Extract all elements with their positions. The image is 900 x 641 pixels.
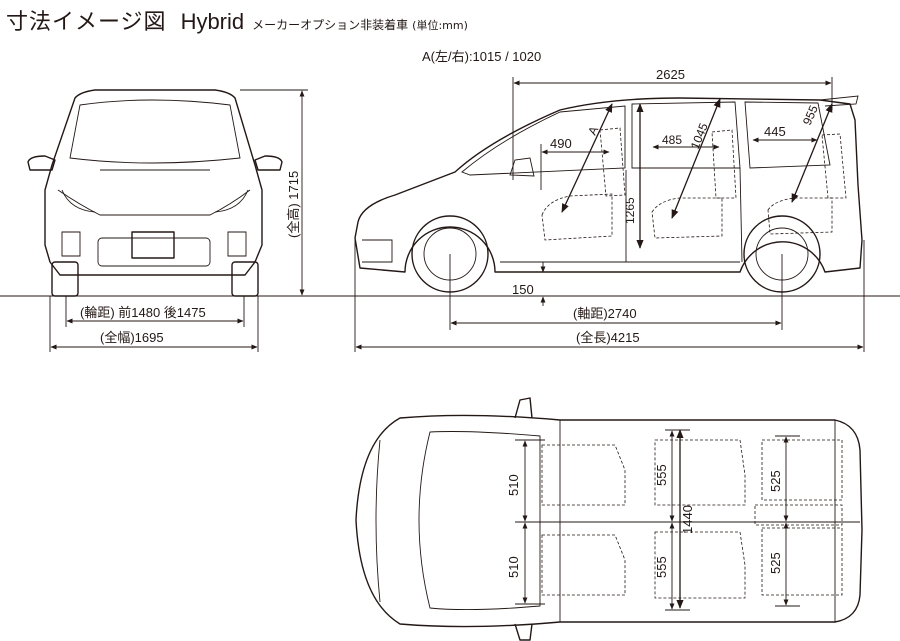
d1265-label: 1265	[623, 197, 637, 224]
tread-label: (輪距) 前1480 後1475	[80, 305, 206, 320]
a-dimension-label: A(左/右):1015 / 1020	[422, 49, 541, 64]
top-view-car	[355, 397, 863, 641]
side-view-car	[354, 95, 863, 293]
ground-clearance-label: 150	[512, 282, 534, 297]
page-title: 寸法イメージ図 Hybrid メーカーオプション非装着車(単位:mm)	[6, 4, 468, 36]
front-width-label: (全幅)1695	[100, 330, 164, 345]
d490-label: 490	[550, 136, 572, 151]
mid-seat-lower-label: 555	[654, 556, 669, 578]
top-view-dimensions: 510 510 555 555 1440 525 525	[506, 429, 860, 611]
title-unit: (単位:mm)	[412, 19, 468, 32]
d485-label: 485	[662, 133, 682, 147]
rear-seat-lower-label: 525	[768, 552, 783, 574]
side-view-dimensions: A(左/右):1015 / 1020 2625 A 490 485 1045 4…	[354, 49, 865, 352]
front-view-dimensions: (全高) 1715 (輪距) 前1480 後1475 (全幅)1695	[49, 89, 308, 352]
d445-label: 445	[764, 124, 786, 139]
cabin-length-label: 2625	[656, 67, 685, 82]
front-view-car	[27, 89, 283, 297]
front-seat-right-label: 510	[506, 556, 521, 578]
d955-label: 955	[800, 103, 821, 127]
front-seat-left-label: 510	[506, 474, 521, 496]
front-height-label: (全高) 1715	[286, 171, 301, 238]
rear-seat-upper-label: 525	[768, 470, 783, 492]
title-model: Hybrid	[180, 9, 245, 34]
cabin-width-label: 1440	[680, 505, 695, 534]
a-marker-label: A	[585, 124, 601, 137]
overall-length-label: (全長)4215	[576, 330, 640, 345]
title-main: 寸法イメージ図	[6, 10, 167, 35]
wheelbase-label: (軸距)2740	[573, 306, 637, 321]
title-note: メーカーオプション非装着車	[252, 18, 409, 32]
mid-seat-upper-label: 555	[654, 464, 669, 486]
